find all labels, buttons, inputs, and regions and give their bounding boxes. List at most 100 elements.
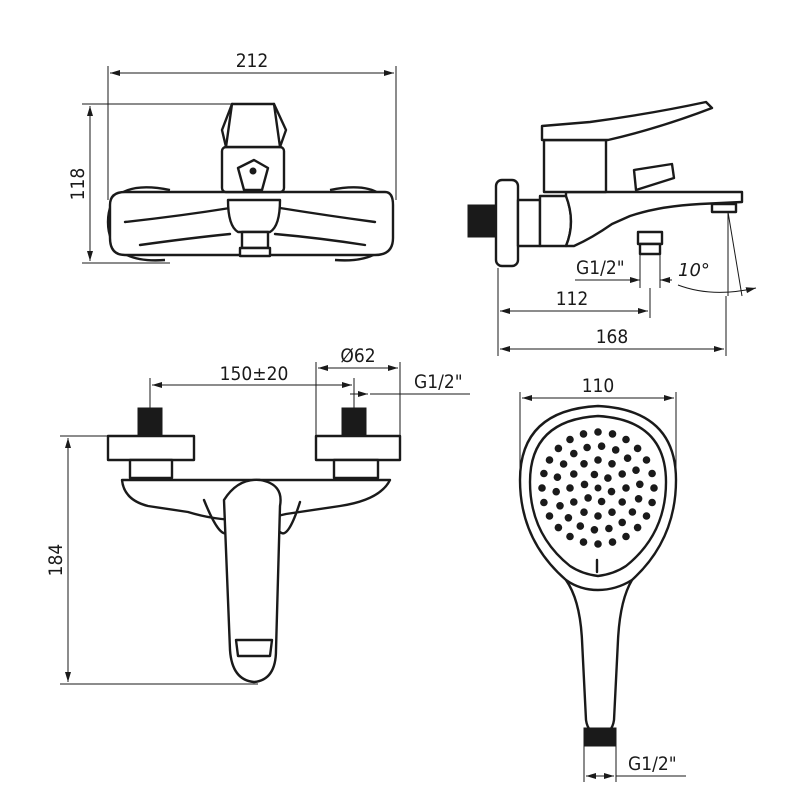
top-body-crease-right: [278, 500, 302, 535]
side-bottom-outlet: [636, 230, 664, 246]
nozzle-dot: [636, 480, 644, 489]
nozzle-dot: [579, 538, 588, 546]
side-bottom-outlet-thread: [638, 242, 662, 256]
dim-212-label: 212: [236, 50, 269, 72]
front-knob-dot: [249, 167, 257, 175]
nozzle-dot: [623, 454, 632, 463]
nozzle-dot: [579, 430, 588, 438]
nozzle-dot: [622, 484, 630, 492]
side-wall-plate: [494, 178, 520, 268]
nozzle-dot: [556, 502, 564, 510]
nozzle-dot: [540, 498, 548, 507]
dim-g12-side-label: G1/2": [576, 257, 625, 279]
nozzle-dot: [559, 460, 568, 468]
top-left-nut: [128, 458, 174, 480]
nozzle-dot: [604, 474, 612, 482]
top-right-cover: [314, 434, 402, 462]
nozzle-dot: [545, 456, 554, 464]
nozzle-dot: [594, 540, 602, 548]
front-spout-nozzle: [238, 246, 272, 258]
nozzle-dot: [632, 466, 640, 475]
front-diverter-knob: [236, 158, 270, 192]
nozzle-dot: [608, 430, 617, 438]
dim-112-label: 112: [556, 288, 589, 310]
nozzle-dot: [570, 470, 578, 478]
nozzle-dot: [650, 484, 658, 492]
top-right-nut: [332, 458, 380, 480]
nozzle-dot: [597, 497, 606, 506]
top-spout-outlet: [234, 638, 274, 658]
nozzle-dot: [611, 446, 620, 454]
dim-g12-top-label: G1/2": [414, 371, 463, 393]
nozzle-dot: [594, 428, 602, 436]
nozzle-dot: [583, 443, 591, 452]
side-inlet-thread: [467, 204, 497, 238]
nozzle-dot: [566, 484, 574, 492]
nozzle-dot: [648, 469, 656, 478]
nozzle-dot: [538, 484, 546, 492]
nozzle-dot: [618, 470, 626, 478]
nozzle-dot: [552, 487, 560, 496]
nozzle-dot: [554, 523, 563, 532]
nozzle-dot: [633, 444, 642, 453]
nozzle-dot: [540, 469, 548, 478]
nozzle-dot: [594, 456, 602, 464]
front-spout: [226, 198, 282, 234]
top-lever: [222, 478, 282, 684]
nozzle-dot: [642, 456, 651, 464]
dim-62-label: Ø62: [340, 345, 375, 367]
side-spout-outlet: [710, 202, 738, 214]
dim-angle-label: 10°: [678, 260, 710, 281]
nozzle-dot: [628, 508, 637, 516]
nozzle-dot: [618, 498, 626, 506]
side-lever: [540, 100, 714, 142]
nozzle-dot: [642, 512, 651, 520]
nozzle-dot: [634, 495, 643, 503]
side-view: G1/2" 10° 112 168: [467, 100, 757, 356]
nozzle-dot: [590, 470, 599, 479]
front-view: 212 118: [67, 50, 397, 264]
nozzle-dot: [564, 514, 573, 522]
nozzle-dot: [576, 522, 585, 530]
side-nut: [516, 198, 542, 248]
nozzle-dot: [622, 532, 630, 541]
front-body-lower: [138, 232, 367, 247]
nozzle-dot: [580, 480, 589, 489]
top-left-inlet-thread: [137, 407, 163, 437]
nozzle-dot: [580, 508, 588, 516]
side-cartridge: [542, 138, 608, 194]
nozzle-dot: [553, 473, 562, 482]
top-left-cover: [106, 434, 196, 462]
nozzle-dot: [608, 508, 616, 516]
top-right-inlet-thread: [341, 407, 367, 437]
front-spout-outlet: [240, 230, 270, 250]
nozzle-dot: [570, 498, 578, 506]
handshower-face: [528, 414, 668, 578]
nozzle-dot: [554, 444, 563, 453]
side-body-connector: [538, 194, 573, 248]
side-diverter-knob: [632, 162, 676, 192]
nozzle-dot: [597, 442, 606, 451]
side-spout: [564, 190, 744, 248]
nozzle-dot: [545, 512, 554, 520]
top-view: 150±20 Ø62 G1/2" 184: [45, 345, 470, 685]
dim-184-label: 184: [45, 544, 67, 577]
dim-110-label: 110: [582, 375, 615, 397]
nozzle-dot: [608, 538, 617, 546]
nozzle-dot: [580, 460, 588, 468]
nozzle-dot: [618, 518, 626, 527]
nozzle-dot: [607, 487, 616, 496]
handshower-nozzle-pattern: [538, 428, 658, 548]
nozzle-dot: [584, 494, 592, 502]
handshower-neck: [564, 578, 634, 592]
dim-150-label: 150±20: [220, 363, 289, 385]
nozzle-dot: [590, 526, 599, 534]
nozzle-dot: [566, 435, 574, 444]
dim-g12-hs-label: G1/2": [628, 753, 677, 775]
hand-shower-view: 110 G1/2": [518, 375, 686, 782]
dim-angle-spray: [727, 211, 743, 297]
nozzle-dot: [570, 449, 578, 458]
nozzle-dot: [566, 532, 574, 541]
